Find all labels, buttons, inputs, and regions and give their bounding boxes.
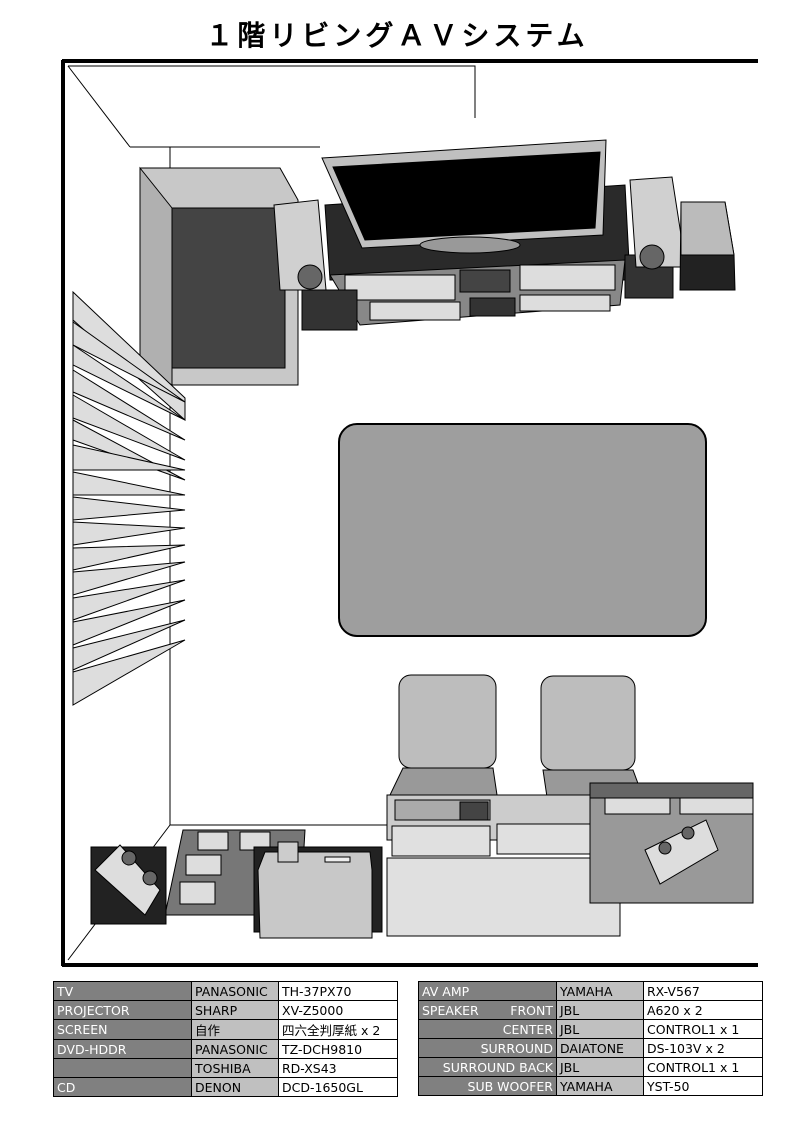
- category: SPEAKER: [422, 1002, 479, 1018]
- subcategory: CENTER: [502, 1021, 553, 1037]
- subcategory: FRONT: [510, 1002, 553, 1018]
- front-speaker-left: [273, 199, 358, 331]
- tv: [321, 139, 607, 254]
- subcategory: SURROUND: [480, 1040, 553, 1056]
- window-blinds: [72, 290, 186, 706]
- screen-cabinet: [139, 166, 299, 386]
- page-title: １階リビングＡＶシステム: [205, 19, 589, 52]
- surround-back-area: [589, 782, 754, 904]
- rug: [338, 423, 707, 637]
- room-layout-illustration: [61, 59, 758, 967]
- chair-left: [389, 674, 498, 796]
- surround-speaker-left: [90, 844, 167, 925]
- stove: [253, 841, 383, 939]
- low-table: [386, 794, 621, 937]
- category: AV AMP: [422, 983, 470, 999]
- front-speaker-right: [624, 176, 687, 299]
- subwoofer: [679, 201, 736, 291]
- chair-right: [540, 675, 644, 798]
- subcategory: SUB WOOFER: [467, 1078, 553, 1094]
- subcategory: SURROUND BACK: [442, 1059, 553, 1075]
